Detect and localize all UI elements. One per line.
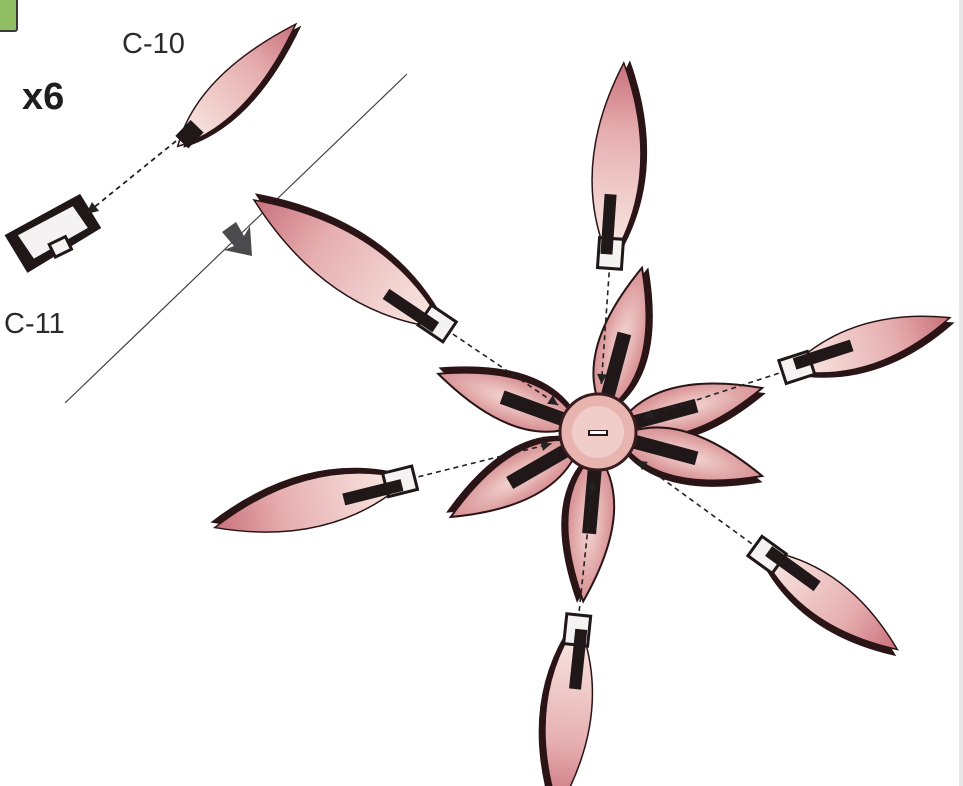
legend-arrow	[92, 141, 176, 209]
outer-petal	[776, 297, 961, 397]
outer-petal	[585, 58, 653, 270]
part-label-c11: C-11	[4, 308, 65, 341]
flower-hub	[560, 394, 636, 470]
outer-petal	[205, 449, 421, 552]
outer-petal	[236, 170, 468, 354]
outer-petal	[739, 530, 911, 673]
outer-petal	[529, 612, 601, 786]
legend-clip-c11	[3, 192, 105, 275]
legend-petal-c10	[165, 9, 315, 162]
quantity-label: x6	[22, 76, 64, 119]
part-label-c10: C-10	[122, 28, 185, 61]
